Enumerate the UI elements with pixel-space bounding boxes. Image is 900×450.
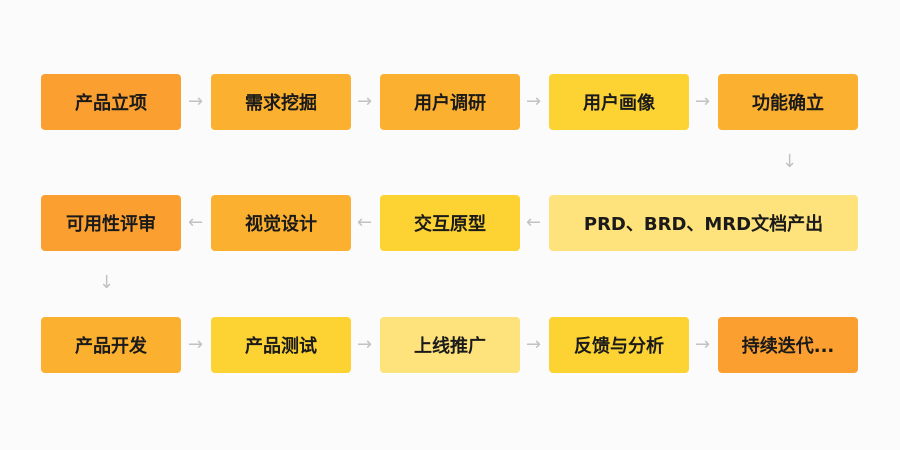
step-interaction-prototype: 交互原型 bbox=[380, 195, 520, 251]
arrow-right-icon: → bbox=[357, 91, 373, 112]
arrow-right-icon: → bbox=[526, 334, 542, 355]
arrow-right-icon: → bbox=[695, 91, 711, 112]
step-feature-definition: 功能确立 bbox=[718, 74, 858, 130]
step-document-output: PRD、BRD、MRD文档产出 bbox=[549, 195, 858, 251]
arrow-right-icon: → bbox=[188, 91, 204, 112]
step-usability-review: 可用性评审 bbox=[41, 195, 181, 251]
arrow-right-icon: → bbox=[188, 334, 204, 355]
arrow-left-icon: ← bbox=[188, 212, 204, 233]
step-product-initiation: 产品立项 bbox=[41, 74, 181, 130]
arrow-right-icon: → bbox=[357, 334, 373, 355]
step-visual-design: 视觉设计 bbox=[211, 195, 351, 251]
step-product-development: 产品开发 bbox=[41, 317, 181, 373]
step-requirement-mining: 需求挖掘 bbox=[211, 74, 351, 130]
arrow-right-icon: → bbox=[526, 91, 542, 112]
step-product-testing: 产品测试 bbox=[211, 317, 351, 373]
arrow-left-icon: ← bbox=[526, 212, 542, 233]
arrow-down-icon: ↓ bbox=[99, 272, 115, 293]
step-feedback-analysis: 反馈与分析 bbox=[549, 317, 689, 373]
step-user-research: 用户调研 bbox=[380, 74, 520, 130]
step-user-persona: 用户画像 bbox=[549, 74, 689, 130]
arrow-down-icon: ↓ bbox=[782, 151, 798, 172]
step-launch-promotion: 上线推广 bbox=[380, 317, 520, 373]
arrow-left-icon: ← bbox=[357, 212, 373, 233]
arrow-right-icon: → bbox=[695, 334, 711, 355]
step-continuous-iteration: 持续迭代... bbox=[718, 317, 858, 373]
